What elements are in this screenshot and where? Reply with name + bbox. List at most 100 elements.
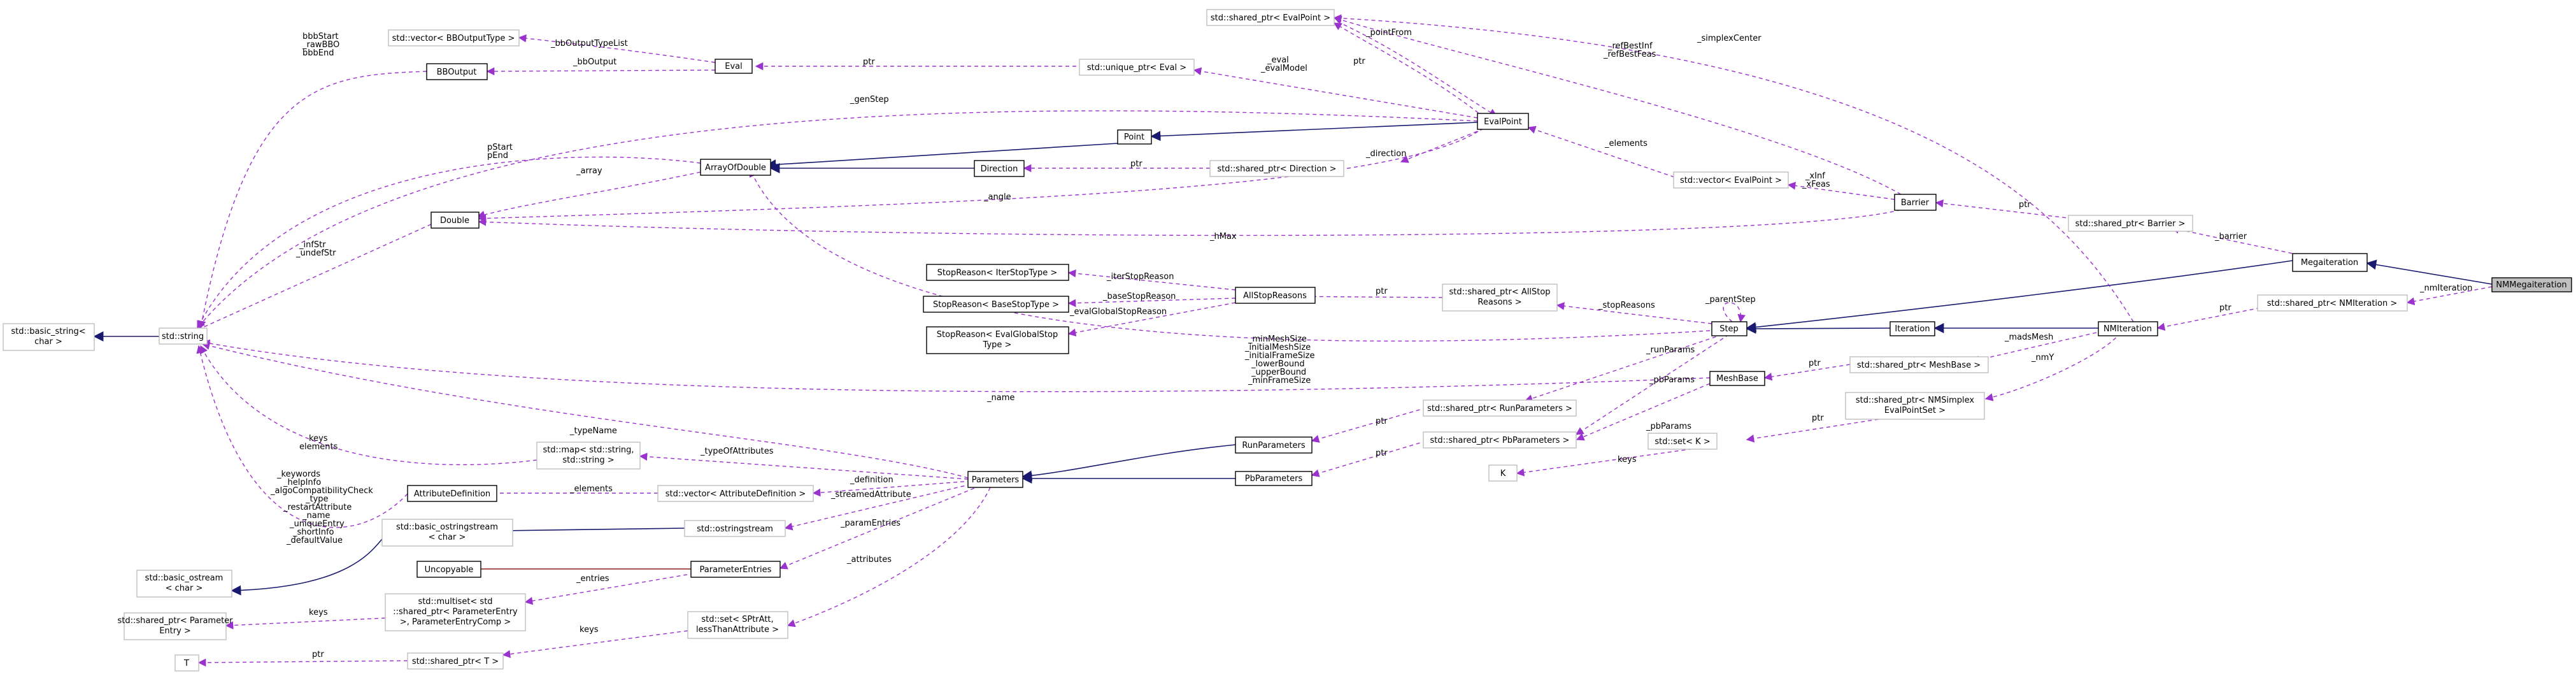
node-runparams[interactable]: RunParameters xyxy=(1235,436,1313,454)
node-meshbase[interactable]: MeshBase xyxy=(1709,371,1765,386)
edge-label-entries: _entries xyxy=(576,574,609,584)
node-arrayofdouble[interactable]: ArrayOfDouble xyxy=(700,159,771,176)
edge-label-madsmesh: _madsMesh xyxy=(2004,333,2053,342)
edge-angle xyxy=(478,127,1484,222)
node-sp-t[interactable]: std::shared_ptr< T > xyxy=(407,652,504,670)
node-sp-pbparams[interactable]: std::shared_ptr< PbParameters > xyxy=(1423,431,1577,449)
edge-eval xyxy=(1193,67,1478,119)
node-set-k[interactable]: std::set< K > xyxy=(1647,433,1718,450)
node-sp-direction[interactable]: std::shared_ptr< Direction > xyxy=(1209,160,1344,177)
edge-label-simplex: _simplexCenter xyxy=(1697,34,1761,43)
node-ostringstream[interactable]: std::ostringstream xyxy=(684,520,786,537)
node-vec-bboutput[interactable]: std::vector< BBOutputType > xyxy=(388,29,520,47)
node-iteration[interactable]: Iteration xyxy=(1889,321,1935,336)
node-allstopreasons[interactable]: AllStopReasons xyxy=(1235,287,1316,304)
svg-text:std::shared_ptr< T >: std::shared_ptr< T > xyxy=(412,657,499,666)
node-uncopyable[interactable]: Uncopyable xyxy=(416,561,481,578)
svg-text:Entry >: Entry > xyxy=(159,626,191,636)
node-sp-runparams[interactable]: std::shared_ptr< RunParameters > xyxy=(1423,399,1577,417)
svg-text:Type >: Type > xyxy=(983,340,1012,350)
node-t[interactable]: T xyxy=(174,654,199,672)
edge-label-genstep: _genStep xyxy=(850,95,889,104)
edge-label-nmiteration: _nmIteration xyxy=(2419,284,2473,293)
node-basic-string[interactable]: std::basic_string<char > xyxy=(3,323,95,351)
node-sp-barrier[interactable]: std::shared_ptr< Barrier > xyxy=(2068,215,2193,232)
node-sp-paramentry[interactable]: std::shared_ptr< ParameterEntry > xyxy=(117,612,233,640)
svg-text:Step: Step xyxy=(1719,324,1739,334)
edge-inherit-iteration xyxy=(1746,323,1891,334)
node-nmiteration[interactable]: NMIteration xyxy=(2098,321,2158,336)
edge-direction xyxy=(1400,126,1491,163)
node-pbparams[interactable]: PbParameters xyxy=(1235,471,1313,486)
node-basic-ostream[interactable]: std::basic_ostream< char > xyxy=(136,570,232,598)
edge-name xyxy=(201,339,1711,392)
edge-nmy xyxy=(1984,332,2121,401)
svg-text:std::shared_ptr< NMIteration >: std::shared_ptr< NMIteration > xyxy=(2267,299,2398,308)
node-attrdef[interactable]: AttributeDefinition xyxy=(407,485,497,502)
node-multiset[interactable]: std::multiset< std::shared_ptr< Paramete… xyxy=(385,593,526,631)
edge-label-typeofattr: _typeOfAttributes xyxy=(700,447,774,456)
node-map-str[interactable]: std::map< std::string,std::string > xyxy=(536,442,641,470)
svg-text:std::vector< BBOutputType >: std::vector< BBOutputType > xyxy=(392,34,515,43)
node-evalpoint[interactable]: EvalPoint xyxy=(1477,113,1529,130)
svg-text:< char >: < char > xyxy=(429,533,466,542)
svg-text:MeshBase: MeshBase xyxy=(1716,374,1758,384)
edge-label-attr-strings: _keywords_helpInfo_algoCompatibilityChec… xyxy=(270,470,373,545)
edge-label-keys-set: keys xyxy=(580,625,599,635)
edge-label-bboutput: _bbOutput xyxy=(573,57,616,67)
svg-text:std::basic_ostream: std::basic_ostream xyxy=(145,573,224,583)
svg-text:std::shared_ptr< Direction >: std::shared_ptr< Direction > xyxy=(1217,164,1336,174)
edges xyxy=(93,14,2493,667)
edge-label-refbest: _refBestInf_refBestFeas xyxy=(1603,41,1656,59)
node-basic-ostringstream[interactable]: std::basic_ostringstream< char > xyxy=(381,519,513,547)
svg-text:lessThanAttribute >: lessThanAttribute > xyxy=(696,625,779,635)
svg-text:std::shared_ptr< Parameter: std::shared_ptr< Parameter xyxy=(117,616,233,626)
svg-text:EvalPoint: EvalPoint xyxy=(1484,117,1522,127)
node-direction[interactable]: Direction xyxy=(974,160,1025,177)
node-std-string[interactable]: std::string xyxy=(159,327,208,345)
node-k[interactable]: K xyxy=(1488,464,1518,482)
edge-label-xinf: _xInf_xFeas xyxy=(1802,171,1830,189)
svg-text:Parameters: Parameters xyxy=(972,475,1020,485)
svg-text:StopReason< EvalGlobalStop: StopReason< EvalGlobalStop xyxy=(937,330,1058,340)
node-nm-megaiteration[interactable]: NMMegaiteration xyxy=(2491,277,2572,292)
svg-text:ArrayOfDouble: ArrayOfDouble xyxy=(705,163,766,173)
node-sr-iter[interactable]: StopReason< IterStopType > xyxy=(926,264,1069,281)
svg-text:std::shared_ptr< EvalPoint >: std::shared_ptr< EvalPoint > xyxy=(1211,13,1330,23)
node-double[interactable]: Double xyxy=(431,212,480,229)
edge-label-keys-k: keys xyxy=(1618,455,1637,464)
edge-keys-k xyxy=(1516,445,1714,477)
node-set-spattr[interactable]: std::set< SPtrAtt,lessThanAttribute > xyxy=(687,611,788,639)
node-point[interactable]: Point xyxy=(1117,129,1152,145)
edge-attr-strings xyxy=(196,345,408,528)
node-sp-allstop[interactable]: std::shared_ptr< AllStopReasons > xyxy=(1442,284,1558,312)
edge-label-definition: _definition xyxy=(850,475,893,485)
edge-parentstep xyxy=(1723,302,1746,323)
node-sr-base[interactable]: StopReason< BaseStopType > xyxy=(923,296,1069,313)
edge-typeofattr xyxy=(639,452,969,480)
node-sp-meshbase[interactable]: std::shared_ptr< MeshBase > xyxy=(1849,356,1989,373)
svg-text:BBOutput: BBOutput xyxy=(437,68,477,77)
edge-keys-set xyxy=(502,630,688,658)
node-parameters[interactable]: Parameters xyxy=(967,471,1023,488)
node-megaiteration[interactable]: Megaiteration xyxy=(2292,253,2368,272)
edge-typename xyxy=(201,342,969,478)
node-vec-evalpoint[interactable]: std::vector< EvalPoint > xyxy=(1673,171,1789,189)
svg-text:StopReason< IterStopType >: StopReason< IterStopType > xyxy=(937,268,1058,278)
node-sp-nmiteration[interactable]: std::shared_ptr< NMIteration > xyxy=(2257,294,2408,312)
node-bboutput[interactable]: BBOutput xyxy=(426,63,488,80)
node-sp-evalpoint[interactable]: std::shared_ptr< EvalPoint > xyxy=(1206,9,1335,26)
node-vec-attrdef[interactable]: std::vector< AttributeDefinition > xyxy=(657,485,814,502)
node-barrier[interactable]: Barrier xyxy=(1894,194,1937,211)
node-paramentries[interactable]: ParameterEntries xyxy=(690,561,781,578)
node-step[interactable]: Step xyxy=(1711,321,1747,336)
svg-text:std::unique_ptr< Eval >: std::unique_ptr< Eval > xyxy=(1087,63,1186,73)
svg-text:std::vector< EvalPoint >: std::vector< EvalPoint > xyxy=(1680,176,1782,185)
edge-label-paramentries: _paramEntries xyxy=(840,519,900,528)
node-up-eval[interactable]: std::unique_ptr< Eval > xyxy=(1079,59,1195,76)
svg-text:std::ostringstream: std::ostringstream xyxy=(697,524,773,534)
svg-text:std::shared_ptr< Barrier >: std::shared_ptr< Barrier > xyxy=(2075,219,2186,229)
node-eval[interactable]: Eval xyxy=(715,59,753,74)
